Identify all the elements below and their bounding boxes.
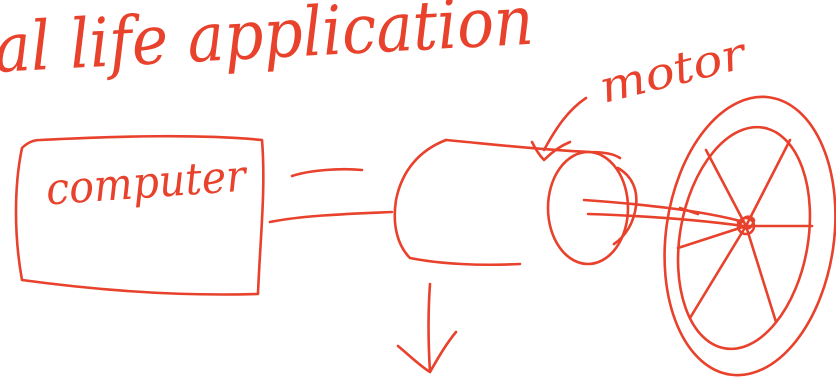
motor-body <box>546 150 630 266</box>
connection-line-top <box>290 167 364 178</box>
computer-label: computer <box>44 150 250 215</box>
wheel-spoke-down-left <box>688 224 748 320</box>
motor-shaft-bottom <box>586 212 746 228</box>
wheel-spoke-up <box>744 138 792 228</box>
wheel-rim-outer <box>663 95 836 377</box>
motor-inner-arc <box>612 166 638 246</box>
shaft-collar <box>678 206 700 216</box>
motor-pointer-head <box>530 140 572 162</box>
motor-pointer-arrow <box>542 96 588 152</box>
wheel-spoke-left <box>676 224 748 250</box>
heading-text: al life application <box>0 0 535 89</box>
connection-line-bottom <box>268 210 394 224</box>
controller-link-to-motor <box>444 138 622 160</box>
wheel-spoke-down-right <box>744 224 778 324</box>
wheel-rim-inner <box>676 125 812 351</box>
motor-label: motor <box>594 28 753 114</box>
controller-block <box>393 138 522 267</box>
down-arrow-head <box>396 330 458 374</box>
computer-box <box>14 134 265 296</box>
down-arrow-shaft <box>427 282 432 374</box>
wheel-hub-scribble <box>736 215 756 230</box>
wheel-spoke-up-left <box>704 148 748 228</box>
